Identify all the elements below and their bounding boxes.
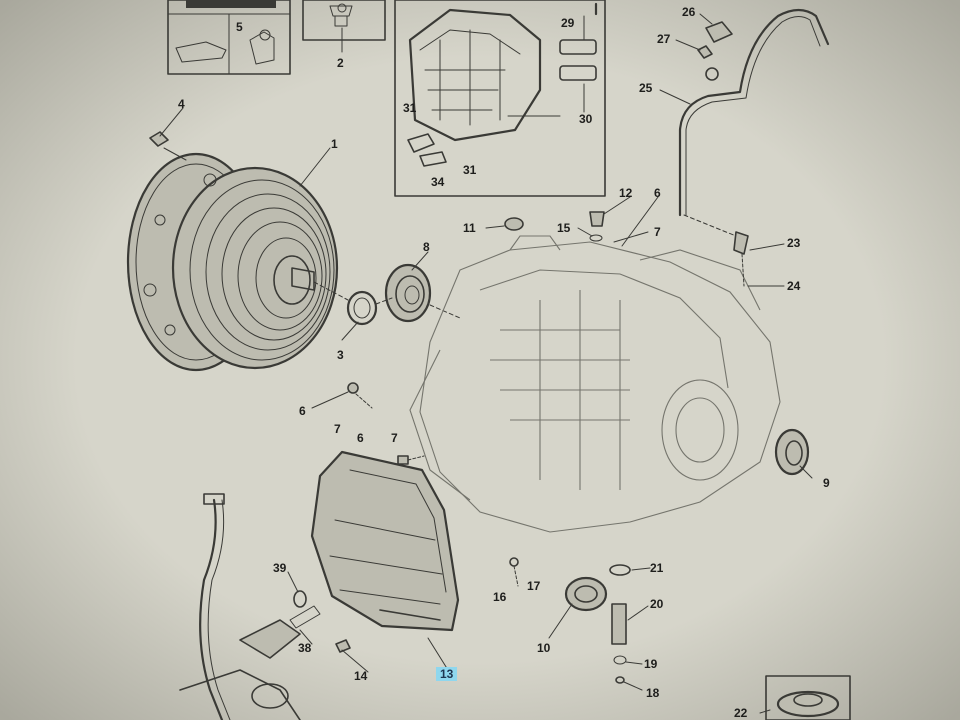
lower-left-pipe bbox=[199, 493, 231, 720]
plug-11 bbox=[504, 217, 524, 231]
bolt-14 bbox=[335, 639, 351, 653]
callout-20: 20 bbox=[650, 597, 664, 611]
callout-17: 17 bbox=[527, 579, 541, 593]
clip-26 bbox=[705, 21, 733, 43]
callout-3: 3 bbox=[337, 348, 344, 362]
callout-14: 14 bbox=[354, 669, 368, 683]
callout-2: 2 bbox=[337, 56, 344, 70]
callout-24: 24 bbox=[787, 279, 801, 293]
cooler-pipe bbox=[678, 8, 830, 237]
callout-7-middle: 7 bbox=[391, 431, 398, 445]
torque-converter bbox=[126, 152, 339, 372]
bolt-6-lower bbox=[397, 455, 425, 465]
callout-30: 30 bbox=[579, 112, 593, 126]
leader-lines bbox=[159, 13, 813, 714]
callout-6-middle: 6 bbox=[357, 431, 364, 445]
bolt-6-upper bbox=[347, 382, 373, 409]
fitting-12 bbox=[589, 211, 605, 242]
transmission-case bbox=[409, 235, 781, 533]
inset-box-2 bbox=[302, 0, 386, 53]
callout-38: 38 bbox=[298, 641, 312, 655]
callout-7-left: 7 bbox=[334, 422, 341, 436]
bolt-4 bbox=[149, 131, 187, 161]
sensor-23 bbox=[733, 231, 749, 287]
callout-11: 11 bbox=[463, 221, 476, 235]
callout-25: 25 bbox=[639, 81, 653, 95]
callout-10: 10 bbox=[537, 641, 551, 655]
callout-21: 21 bbox=[650, 561, 664, 575]
bracket-38 bbox=[179, 605, 321, 720]
callout-31-left: 31 bbox=[403, 101, 417, 115]
callout-7-top: 7 bbox=[654, 225, 661, 239]
callout-23: 23 bbox=[787, 236, 801, 250]
callout-39: 39 bbox=[273, 561, 287, 575]
seal-8 bbox=[384, 263, 432, 323]
callout-34: 34 bbox=[431, 175, 445, 189]
seal-3 bbox=[346, 290, 378, 326]
drain-plug-20 bbox=[609, 564, 631, 684]
callout-4: 4 bbox=[178, 97, 185, 111]
callout-18: 18 bbox=[646, 686, 660, 700]
filter-22 bbox=[765, 675, 851, 720]
callout-5: 5 bbox=[236, 20, 243, 34]
callout-6-left: 6 bbox=[299, 404, 306, 418]
callout-22: 22 bbox=[734, 706, 748, 720]
inset-box-valve-body bbox=[394, 0, 606, 197]
callout-29: 29 bbox=[561, 16, 575, 30]
bolt-16-17 bbox=[509, 557, 519, 587]
side-cover bbox=[310, 450, 460, 632]
inset-box-5 bbox=[167, 0, 291, 75]
callout-13-highlighted: 13 bbox=[436, 667, 458, 681]
bolt-27 bbox=[697, 45, 719, 81]
callout-16: 16 bbox=[493, 590, 507, 604]
callout-12: 12 bbox=[619, 186, 633, 200]
callout-8: 8 bbox=[423, 240, 430, 254]
plug-10 bbox=[564, 576, 608, 612]
callout-26: 26 bbox=[682, 5, 696, 19]
callout-27: 27 bbox=[657, 32, 671, 46]
washer-39 bbox=[293, 590, 307, 608]
seal-9 bbox=[774, 428, 810, 476]
callout-15: 15 bbox=[557, 221, 571, 235]
callout-19: 19 bbox=[644, 657, 658, 671]
callout-6-top: 6 bbox=[654, 186, 661, 200]
callout-1: 1 bbox=[331, 137, 338, 151]
callout-31-right: 31 bbox=[463, 163, 477, 177]
callout-9: 9 bbox=[823, 476, 830, 490]
